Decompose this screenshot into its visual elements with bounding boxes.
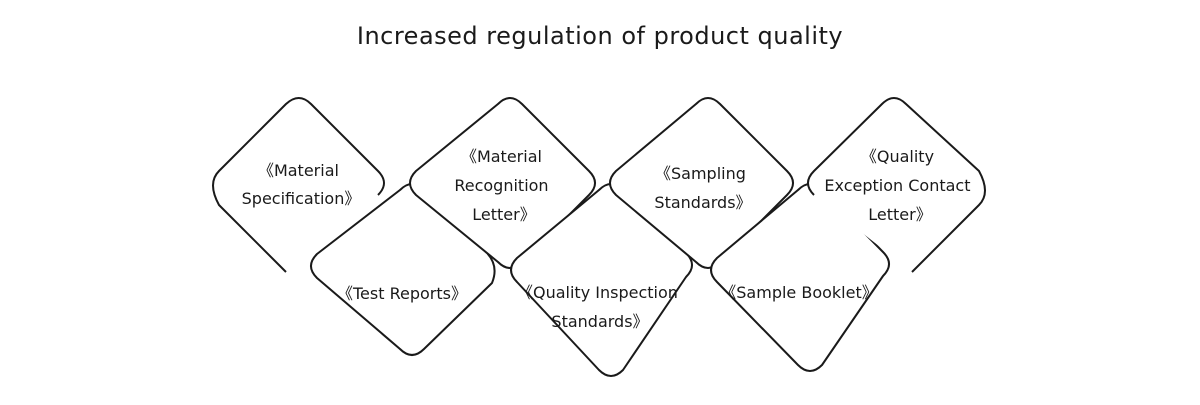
label-quality-inspection-standards: 《Quality Inspection Standards》 [517, 283, 683, 331]
diamonds [212, 97, 986, 377]
labels: 《Material Specification》 《Test Reports》 … [242, 147, 975, 331]
diamond-quality-exception-contact-letter [807, 97, 986, 273]
label-material-specification: 《Material Specification》 [242, 161, 361, 208]
label-sampling-standards: 《Sampling Standards》 [654, 164, 751, 212]
label-test-reports: 《Test Reports》 [337, 284, 467, 303]
diagram-title: Increased regulation of product quality [356, 22, 844, 50]
label-sample-booklet: 《Sample Booklet》 [720, 283, 877, 302]
label-material-recognition-letter: 《Material Recognition Letter》 [454, 147, 553, 224]
diamond-material-specification [212, 97, 385, 273]
label-quality-exception-contact-letter: 《Quality Exception Contact Letter》 [824, 147, 975, 224]
